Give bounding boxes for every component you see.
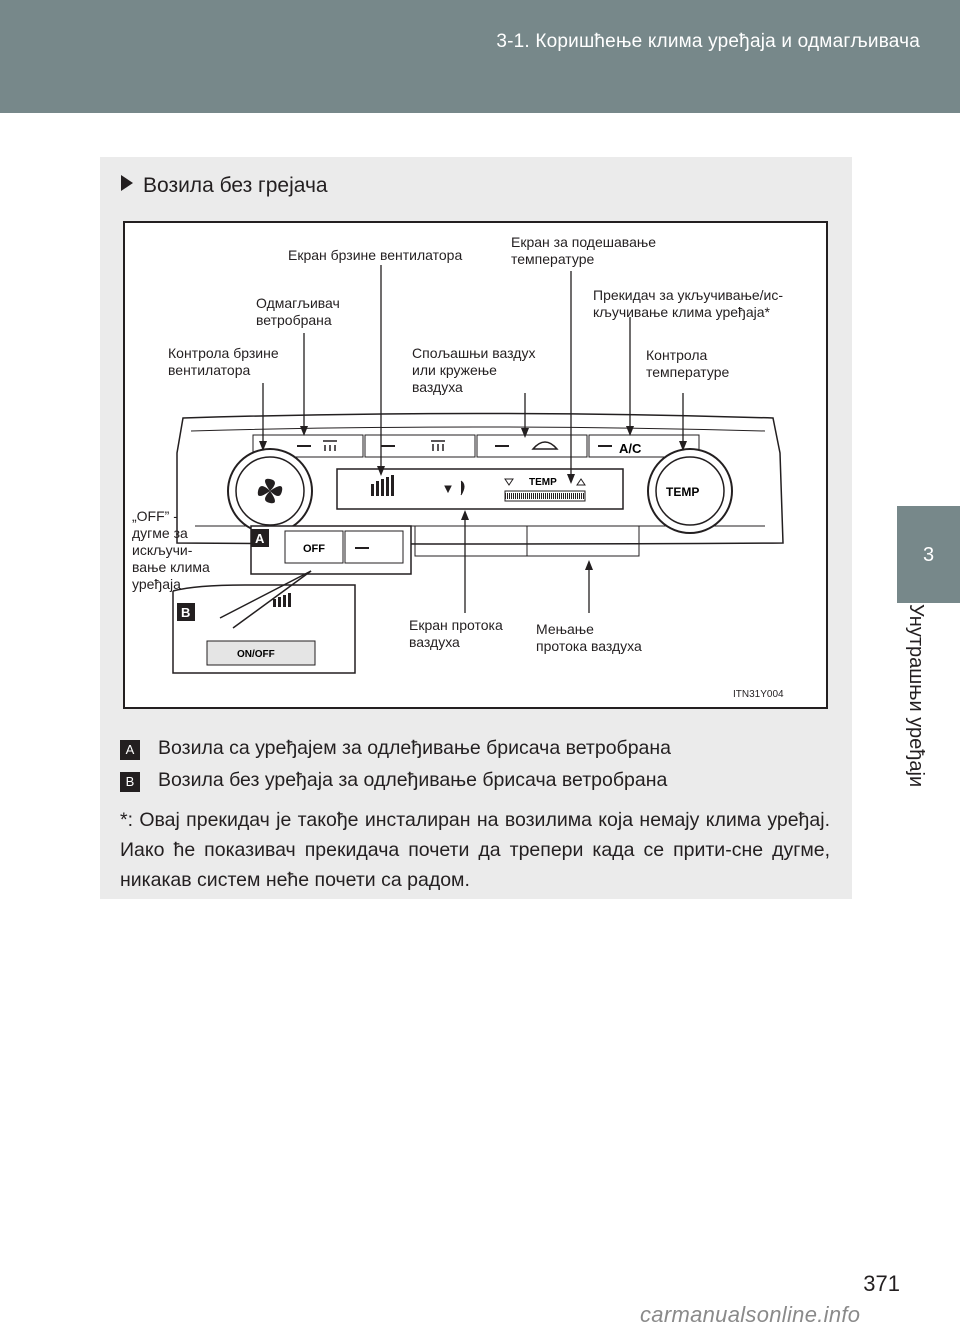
chapter-number: 3 [922, 544, 935, 566]
control-panel-figure: A/C TEMP TEMP [123, 221, 828, 709]
label-ac-switch: Прекидач за укључивање/ис- кључивање кли… [593, 287, 784, 320]
footnote: *: Овај прекидач је такође инсталиран на… [120, 809, 830, 891]
label-outside-recirc: Спољашњи ваздух или кружење ваздуха [412, 345, 536, 395]
content-panel: Возила без грејача A/C [100, 157, 852, 899]
label-airflow-display: Екран протока ваздуха [409, 617, 503, 650]
figure-code: ITN31Y004 [733, 689, 784, 700]
off-button-label: OFF [303, 543, 325, 555]
label-temp-control: Контрола температуре [646, 347, 730, 380]
panel-title: Возила без грејача [121, 174, 328, 198]
label-temp-display: Екран за подешавање температуре [511, 234, 657, 267]
label-off-button: „OFF” - дугме за искључи- вање клима уре… [132, 508, 210, 592]
label-fan-speed-control: Контрола брзине вентилатора [168, 345, 279, 378]
control-panel-illustration: A/C TEMP TEMP [172, 265, 784, 674]
label-airflow-change: Мењање протока ваздуха [536, 621, 642, 654]
badge-a: A [255, 531, 265, 546]
triangle-bullet-icon [121, 175, 133, 191]
legend-b-key: B [120, 772, 140, 792]
section-heading: 3-1. Коришћење клима уређаја и одмагљива… [496, 31, 920, 52]
panel-title-text: Возила без грејача [143, 174, 328, 197]
page-number: 371 [863, 1271, 900, 1296]
label-fan-speed-display: Екран брзине вентилатора [288, 247, 463, 263]
label-windshield-defogger: Одмагљивач ветробрана [256, 295, 340, 328]
chapter-tab: 3 [897, 506, 960, 603]
chapter-title-text: Унутрашњи уређаји [905, 604, 927, 788]
badge-b: B [181, 605, 190, 620]
onoff-button-label: ON/OFF [237, 649, 275, 660]
legend-a-key: A [120, 740, 140, 760]
legend-b-text: Возила без уређаја за одлеђивање брисача… [158, 769, 668, 791]
display-temp-label: TEMP [529, 477, 557, 488]
header-bar: 3-1. Коришћење клима уређаја и одмагљива… [0, 0, 960, 113]
legend-a-text: Возила са уређајем за одлеђивање брисача… [158, 737, 672, 759]
temp-knob-label: TEMP [666, 485, 699, 499]
ac-label: A/C [619, 441, 642, 456]
watermark[interactable]: carmanualsonline.info [640, 1302, 861, 1327]
